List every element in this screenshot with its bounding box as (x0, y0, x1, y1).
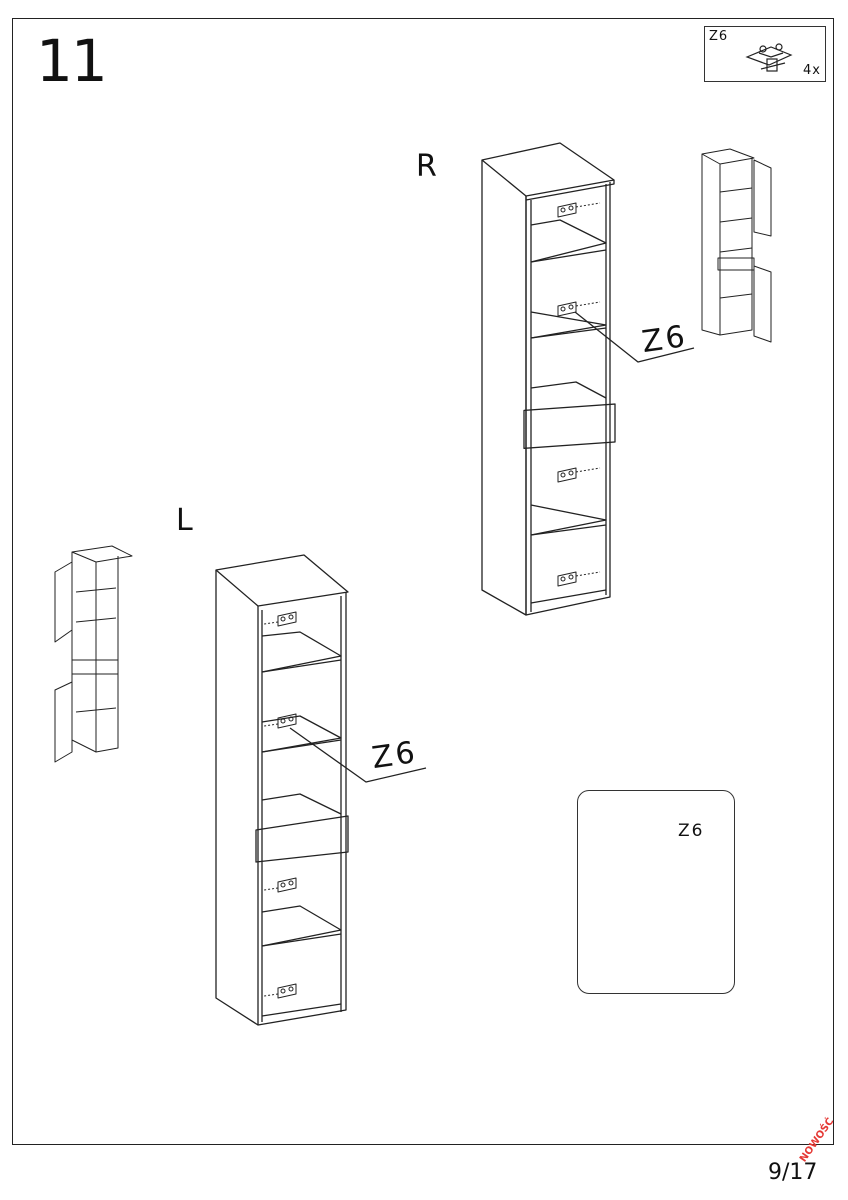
left-variant-label: L (176, 503, 193, 538)
left-z6-callout: Z6 (369, 734, 420, 777)
part-code: Z6 (709, 29, 729, 44)
left-hinge-plates (263, 611, 297, 999)
part-legend-box: Z6 4x (704, 26, 826, 82)
right-overview-cabinet (701, 148, 772, 343)
right-variant-label: R (416, 149, 437, 184)
left-cabinet (215, 554, 349, 1026)
right-z6-callout: Z6 (639, 318, 690, 361)
page-number: 9/17 (768, 1160, 818, 1185)
right-callout-line (574, 311, 695, 363)
inset-z6-label: Z6 (678, 821, 705, 841)
step-number: 11 (36, 27, 108, 95)
part-quantity: 4x (803, 63, 821, 78)
right-cabinet (481, 142, 616, 616)
left-overview-cabinet (54, 545, 133, 763)
page-frame (12, 18, 834, 1145)
left-callout-line (289, 727, 427, 783)
inset-detail-panel: Z6 (577, 790, 735, 994)
hinge-plate-icon (745, 43, 793, 72)
